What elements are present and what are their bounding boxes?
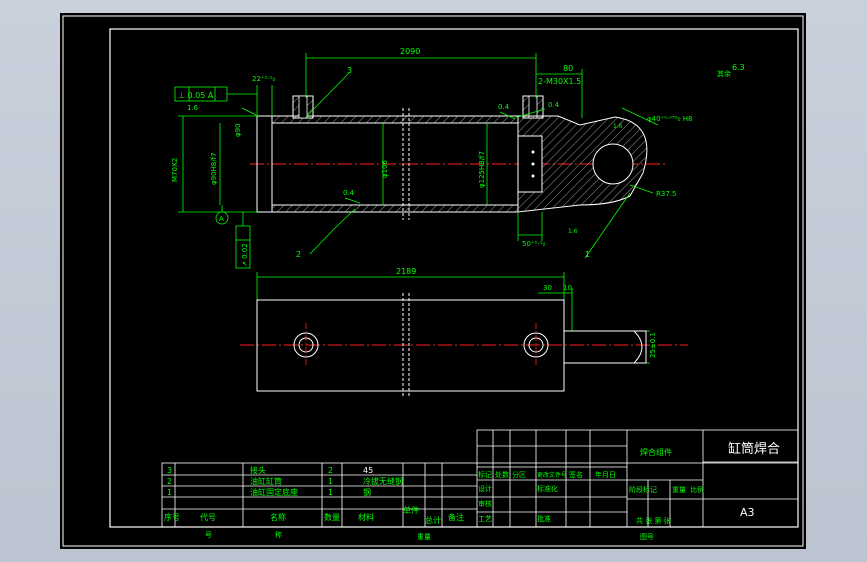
dim-m70: M70X2 [171,158,179,182]
tb-stage: 阶段标记 [629,485,657,494]
hdr-name: 名称 [270,512,286,522]
tb-sheets: 共 张 第 张 [636,516,671,525]
dim-roughness-c: 0.4 [548,101,560,109]
end-block [517,115,648,213]
dimensions [174,53,659,364]
tail-rounded-end [633,330,643,364]
port-left-hole [298,95,308,119]
dim-80: 80 [563,64,573,73]
title-drawing-name: 缸筒焊合 [728,441,780,457]
hdr-seq: 序号 [164,512,180,522]
dim-25: 25±0.1 [649,332,657,358]
tb-std: 标准化 [537,484,558,493]
tb-sign: 签名 [569,470,583,479]
tb-zone: 分区 [512,470,526,479]
port-right-hole [528,95,538,119]
title-sheet-size: A3 [740,506,755,519]
hdr-unit: 单件 [403,505,419,515]
dim-roughness-a: 0.4 [343,189,355,197]
dim-eye: φ40⁺⁰·⁰³⁹₀ H8 [647,115,692,123]
dim-22: 22⁺⁰·¹₀ [252,75,275,83]
engineering-drawing: 2090 80 2-M30X1.5 6.3 其余 22⁺⁰·¹₀ ⊥ 0.05 … [62,15,804,547]
hdr-material: 材料 [358,512,374,522]
dim-bore: φ125H8/f7 [478,151,486,188]
tail-plate [563,330,647,364]
part-1-no: 1 [167,488,172,497]
tb-change: 更改文件号 [537,471,567,479]
title-block [161,429,799,528]
runout-text: ↗ 0.02 [241,243,249,267]
dim-roughness-default-label: 其余 [717,69,731,78]
hdr-total: 总计 [425,515,441,525]
front-section-view [250,95,668,220]
hdr-weight: 重量 [417,533,431,541]
dim-chamfer: 1.6 [568,228,578,235]
part-3-material: 45 [363,466,373,475]
tb-audit: 审核 [478,499,492,508]
tb-drawing-label: 图号 [640,533,654,541]
hdr-note: 备注 [448,512,464,522]
hdr-code: 代号 [200,512,216,522]
eye-hole [592,143,634,185]
part-2-no: 2 [167,477,172,486]
part-3-qty: 2 [328,466,333,475]
part-2-material: 冷拔无缝钢 [363,476,403,486]
dim-left-flange: φ90H8/f7 [210,152,218,185]
datum-a: A [219,215,224,223]
balloon-1: 1 [585,250,590,259]
tb-approve: 批准 [537,514,551,523]
dim-50: 50⁺⁰·¹₀ [522,240,545,248]
dim-roughness-b: 0.4 [498,103,510,111]
drawing-sheet[interactable]: 2090 80 2-M30X1.5 6.3 其余 22⁺⁰·¹₀ ⊥ 0.05 … [60,13,806,549]
hdr-code-sub: 号 [205,531,212,539]
slot-dot-1 [531,150,535,154]
left-cap [256,115,273,213]
tb-scale: 比例 [690,485,704,494]
dim-2090: 2090 [400,47,420,56]
slot-dot-2 [531,162,535,166]
dim-30: 30 [543,284,552,292]
tb-date: 年月日 [595,470,616,479]
hdr-name-sub: 称 [275,530,282,539]
tube-wall-bottom [271,204,519,213]
dim-roughness-top-right: 6.3 [732,63,745,72]
part-1-material: 钢 [363,487,371,497]
dim-thread: 2-M30X1.5 [538,77,581,86]
part-2-name: 油缸缸筒 [250,476,282,486]
tb-weight: 重量 [672,486,686,494]
tol-frame-text: ⊥ 0.05 A [178,91,214,100]
title-assembly: 焊合组件 [640,447,672,457]
part-3-name: 接头 [250,465,266,475]
part-2-qty: 1 [328,477,333,486]
dim-roughness-left: 1.6 [187,104,199,112]
dim-outer-dia: φ106 [381,159,389,178]
slot-dot-3 [531,174,535,178]
balloon-2: 2 [296,250,301,259]
tb-design: 设计 [478,484,492,493]
hdr-qty: 数量 [324,512,340,522]
end-block-slot [517,135,543,193]
tb-count: 处数 [495,470,509,479]
inner-frame [109,28,799,528]
part-1-qty: 1 [328,488,333,497]
balloon-3: 3 [347,66,352,75]
part-1-name: 油缸固定底座 [250,487,298,497]
dim-roughness-right: 1.6 [613,123,623,130]
part-3-no: 3 [167,466,172,475]
plan-view [240,293,688,398]
dim-bore-small: φ90 [234,123,242,137]
tb-process: 工艺 [478,515,492,523]
outer-frame [62,15,804,547]
tb-mark: 标记 [478,470,492,479]
dim-r375: R37.5 [656,190,676,198]
dim-2189: 2189 [396,267,416,276]
dim-10: 10 [563,284,572,292]
